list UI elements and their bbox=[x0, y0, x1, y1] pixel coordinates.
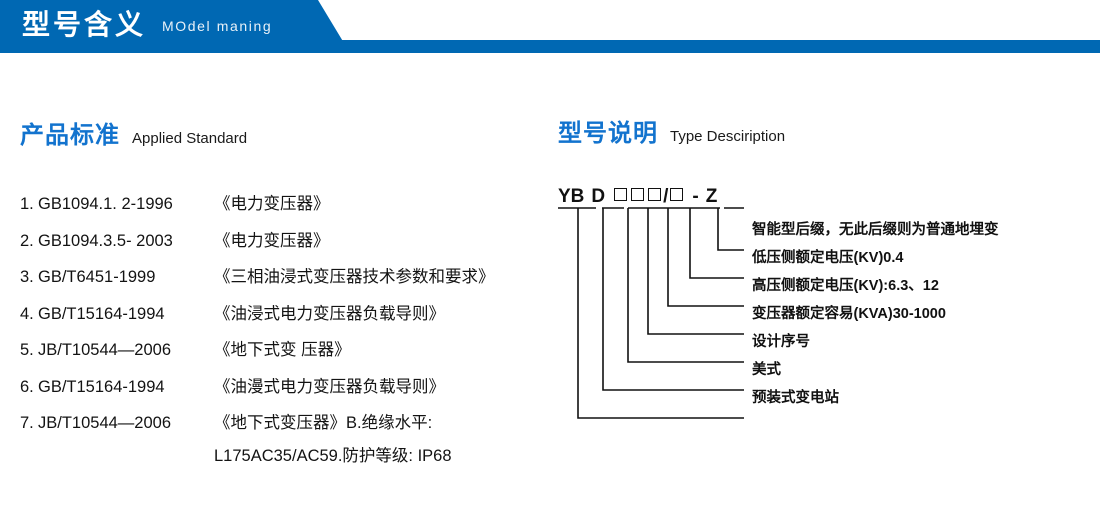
list-item-name: 《地下式变 压器》 bbox=[214, 341, 351, 359]
list-item-index: 3. bbox=[20, 268, 34, 286]
list-item: 6. GB/T15164-1994 《油漫式电力变压器负载导则》 bbox=[20, 373, 560, 397]
list-item: 4. GB/T15164-1994 《油浸式电力变压器负载导则》 bbox=[20, 300, 560, 324]
code-box-4 bbox=[670, 188, 684, 201]
model-label: 变压器额定容易(KVA)30-1000 bbox=[752, 305, 946, 322]
code-part-z: Z bbox=[705, 186, 718, 207]
list-item: 5. JB/T10544—2006 《地下式变 压器》 bbox=[20, 336, 560, 360]
code-box-2 bbox=[631, 188, 645, 201]
list-item-name: 《电力变压器》 bbox=[214, 231, 330, 250]
section-heading-en: Type Desciription bbox=[670, 128, 786, 145]
code-part-yb: YB bbox=[558, 186, 585, 207]
list-item-code: GB/T6451-1999 bbox=[38, 268, 156, 286]
list-item-index: 5. bbox=[20, 341, 34, 359]
list-item-code: GB1094.1. 2-1996 bbox=[38, 195, 173, 213]
list-item-name: 《电力变压器》 bbox=[214, 195, 330, 213]
list-item-code: GB/T15164-1994 bbox=[38, 304, 165, 323]
list-item-index: 4. bbox=[20, 304, 34, 323]
section-heading-en: Applied Standard bbox=[132, 130, 248, 147]
list-item-continuation: L175AC35/AC59.防护等级: IP68 bbox=[214, 446, 452, 465]
model-label: 美式 bbox=[752, 361, 781, 378]
standards-list: 1. GB1094.1. 2-1996 《电力变压器》 2. GB1094.3.… bbox=[20, 190, 560, 466]
list-item-index: 2. bbox=[20, 231, 34, 250]
header-title-block bbox=[0, 0, 350, 53]
list-item: 1. GB1094.1. 2-1996 《电力变压器》 bbox=[20, 190, 560, 214]
leader-lines bbox=[558, 207, 744, 419]
model-label: 高压侧额定电压(KV):6.3、12 bbox=[752, 277, 939, 294]
list-item-name: 《油漫式电力变压器负载导则》 bbox=[214, 377, 445, 396]
header-title-group: 型号含义 MOdel maning bbox=[0, 0, 350, 53]
list-item-code: GB1094.3.5- 2003 bbox=[38, 231, 173, 250]
list-item-name: 《油浸式电力变压器负载导则》 bbox=[214, 304, 445, 323]
model-label: 预装式变电站 bbox=[752, 389, 839, 406]
list-item: 2. GB1094.3.5- 2003 《电力变压器》 bbox=[20, 227, 560, 251]
section-heading-cn: 产品标准 bbox=[20, 122, 120, 149]
model-label: 低压侧额定电压(KV)0.4 bbox=[752, 249, 904, 266]
section-heading-type-description: 型号说明 Type Desciription bbox=[558, 113, 785, 148]
header-subtitle-en: MOdel maning bbox=[162, 17, 273, 34]
list-item-code: GB/T15164-1994 bbox=[38, 377, 165, 396]
list-item-code: JB/T10544—2006 bbox=[38, 341, 172, 359]
model-label-list: 智能型后缀，无此后缀则为普通地埋变 低压侧额定电压(KV)0.4 高压侧额定电压… bbox=[752, 214, 999, 410]
list-item-name: 《地下式变压器》B.绝缘水平: bbox=[214, 414, 433, 432]
model-label: 智能型后缀，无此后缀则为普通地埋变 bbox=[752, 221, 999, 238]
list-item-index: 6. bbox=[20, 377, 34, 396]
code-part-d: D bbox=[591, 186, 606, 207]
list-item: 3. GB/T6451-1999 《三相油浸式变压器技术参数和要求》 bbox=[20, 263, 560, 287]
model-label: 设计序号 bbox=[752, 333, 810, 350]
code-box-3 bbox=[648, 188, 662, 201]
list-item: 7. JB/T10544—2006 《地下式变压器》B.绝缘水平: bbox=[20, 409, 560, 433]
header-title-cn: 型号含义 bbox=[22, 9, 147, 40]
list-item-index: 1. bbox=[20, 195, 34, 213]
section-heading-cn: 型号说明 bbox=[558, 120, 658, 147]
section-heading-applied-standard: 产品标准 Applied Standard bbox=[20, 115, 247, 150]
list-item-name: 《三相油浸式变压器技术参数和要求》 bbox=[214, 268, 495, 286]
list-item-index: 7. bbox=[20, 414, 34, 432]
code-box-1 bbox=[614, 188, 628, 201]
page-header-banner: 型号含义 MOdel maning bbox=[0, 0, 1100, 53]
list-item-code: JB/T10544—2006 bbox=[38, 414, 172, 432]
